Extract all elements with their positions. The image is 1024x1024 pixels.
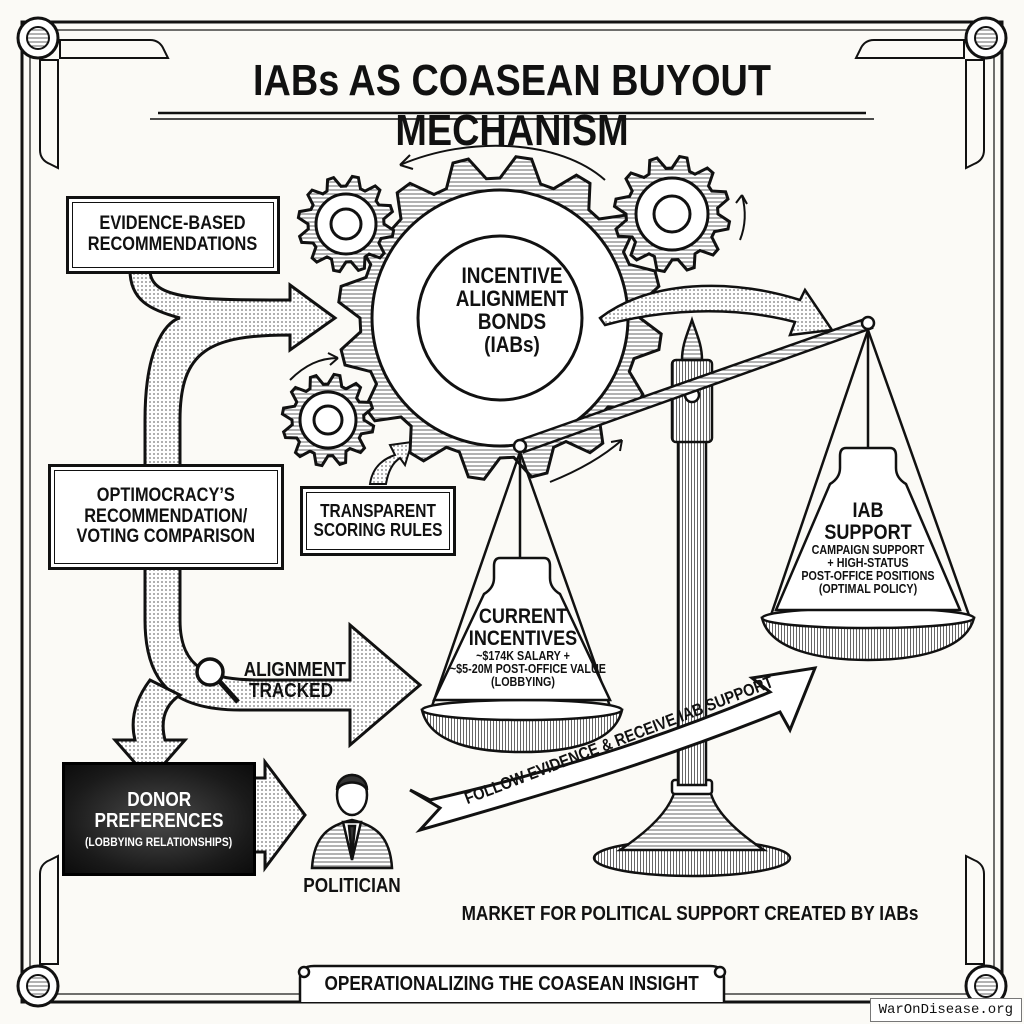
current-incentives-weight: CURRENT INCENTIVES ~$174K SALARY + ~$5-2… (438, 605, 608, 690)
gear-hub (416, 234, 584, 402)
flow-arrow-left (111, 268, 423, 873)
watermark-link[interactable]: WarOnDisease.org (869, 998, 1022, 1022)
market-caption: MARKET FOR POLITICAL SUPPORT CREATED BY … (420, 904, 960, 925)
donor-preferences-box: DONOR PREFERENCES (LOBBYING RELATIONSHIP… (62, 762, 256, 876)
bottom-banner: OPERATIONALIZING THE COASEAN INSIGHT (312, 966, 712, 1002)
iab-support-weight: IAB SUPPORT CAMPAIGN SUPPORT + HIGH-STAT… (780, 499, 956, 597)
politician-icon (310, 773, 394, 870)
weight-title: SUPPORT (824, 521, 912, 545)
bottom-banner-scroll (297, 964, 727, 1002)
alignment-line: ALIGNMENT (243, 659, 346, 681)
alignment-tracked-label: ALIGNMENT TRACKED (236, 660, 346, 702)
donor-title-1: DONOR (126, 788, 192, 811)
weight-line: CAMPAIGN SUPPORT (811, 543, 925, 558)
page-title: IABs AS COASEAN BUYOUT MECHANISM (253, 56, 771, 155)
weight-title: CURRENT (478, 605, 568, 628)
weight-line: ~$174K SALARY + (476, 649, 570, 664)
gear-icon-small-left (280, 372, 376, 468)
weight-title: IAB (852, 499, 884, 522)
magnifier-icon (195, 657, 240, 704)
gear-hub (329, 207, 363, 241)
gear-hub (652, 194, 692, 234)
donor-title-2: PREFERENCES (94, 809, 224, 832)
weight-title: INCENTIVES (468, 627, 578, 651)
central-gear-icon (337, 155, 663, 481)
optimocracy-label: OPTIMOCRACY’S RECOMMENDATION/ VOTING COM… (76, 485, 256, 548)
rotation-arrows (289, 144, 748, 483)
weight-line: + HIGH-STATUS (827, 556, 909, 571)
gear-icon-top-right (612, 154, 732, 274)
alignment-line: TRACKED (248, 680, 334, 702)
evidence-label: EVIDENCE-BASED RECOMMENDATIONS (88, 213, 258, 255)
politician-label: POLITICIAN (290, 876, 414, 897)
weight-line: (LOBBYING) (491, 675, 555, 690)
transparent-scoring-rules-box: TRANSPARENT SCORING RULES (300, 486, 456, 556)
market-caption-text: MARKET FOR POLITICAL SUPPORT CREATED BY … (461, 903, 919, 925)
weight-line: POST-OFFICE POSITIONS (801, 569, 935, 584)
transparent-label: TRANSPARENT SCORING RULES (313, 500, 443, 540)
donor-subtitle: (LOBBYING RELATIONSHIPS) (85, 834, 233, 849)
optimocracy-comparison-box: OPTIMOCRACY’S RECOMMENDATION/ VOTING COM… (48, 464, 284, 570)
central-gear-label: INCENTIVE ALIGNMENT BONDS (IABs) (438, 264, 586, 356)
gear-icon-top-left (296, 174, 396, 274)
arrow-up-icon (368, 440, 414, 485)
title-underline (150, 111, 874, 120)
gear-hub (312, 404, 344, 436)
corner-rosette-icon (16, 16, 1008, 1008)
bottom-banner-text: OPERATIONALIZING THE COASEAN INSIGHT (324, 972, 700, 995)
politician-text: POLITICIAN (303, 875, 401, 897)
central-gear-line: (IABs) (484, 332, 540, 358)
central-gear-line: BONDS (477, 309, 547, 335)
evidence-based-recommendations-box: EVIDENCE-BASED RECOMMENDATIONS (66, 196, 280, 274)
ribbon-arrow (409, 666, 818, 833)
balance-scale-icon (420, 315, 976, 878)
central-gear-line: ALIGNMENT (455, 286, 569, 312)
central-gear-line: INCENTIVE (461, 263, 563, 288)
weight-line: (OPTIMAL POLICY) (818, 582, 918, 597)
weight-line: ~$5-20M POST-OFFICE VALUE (449, 662, 606, 677)
